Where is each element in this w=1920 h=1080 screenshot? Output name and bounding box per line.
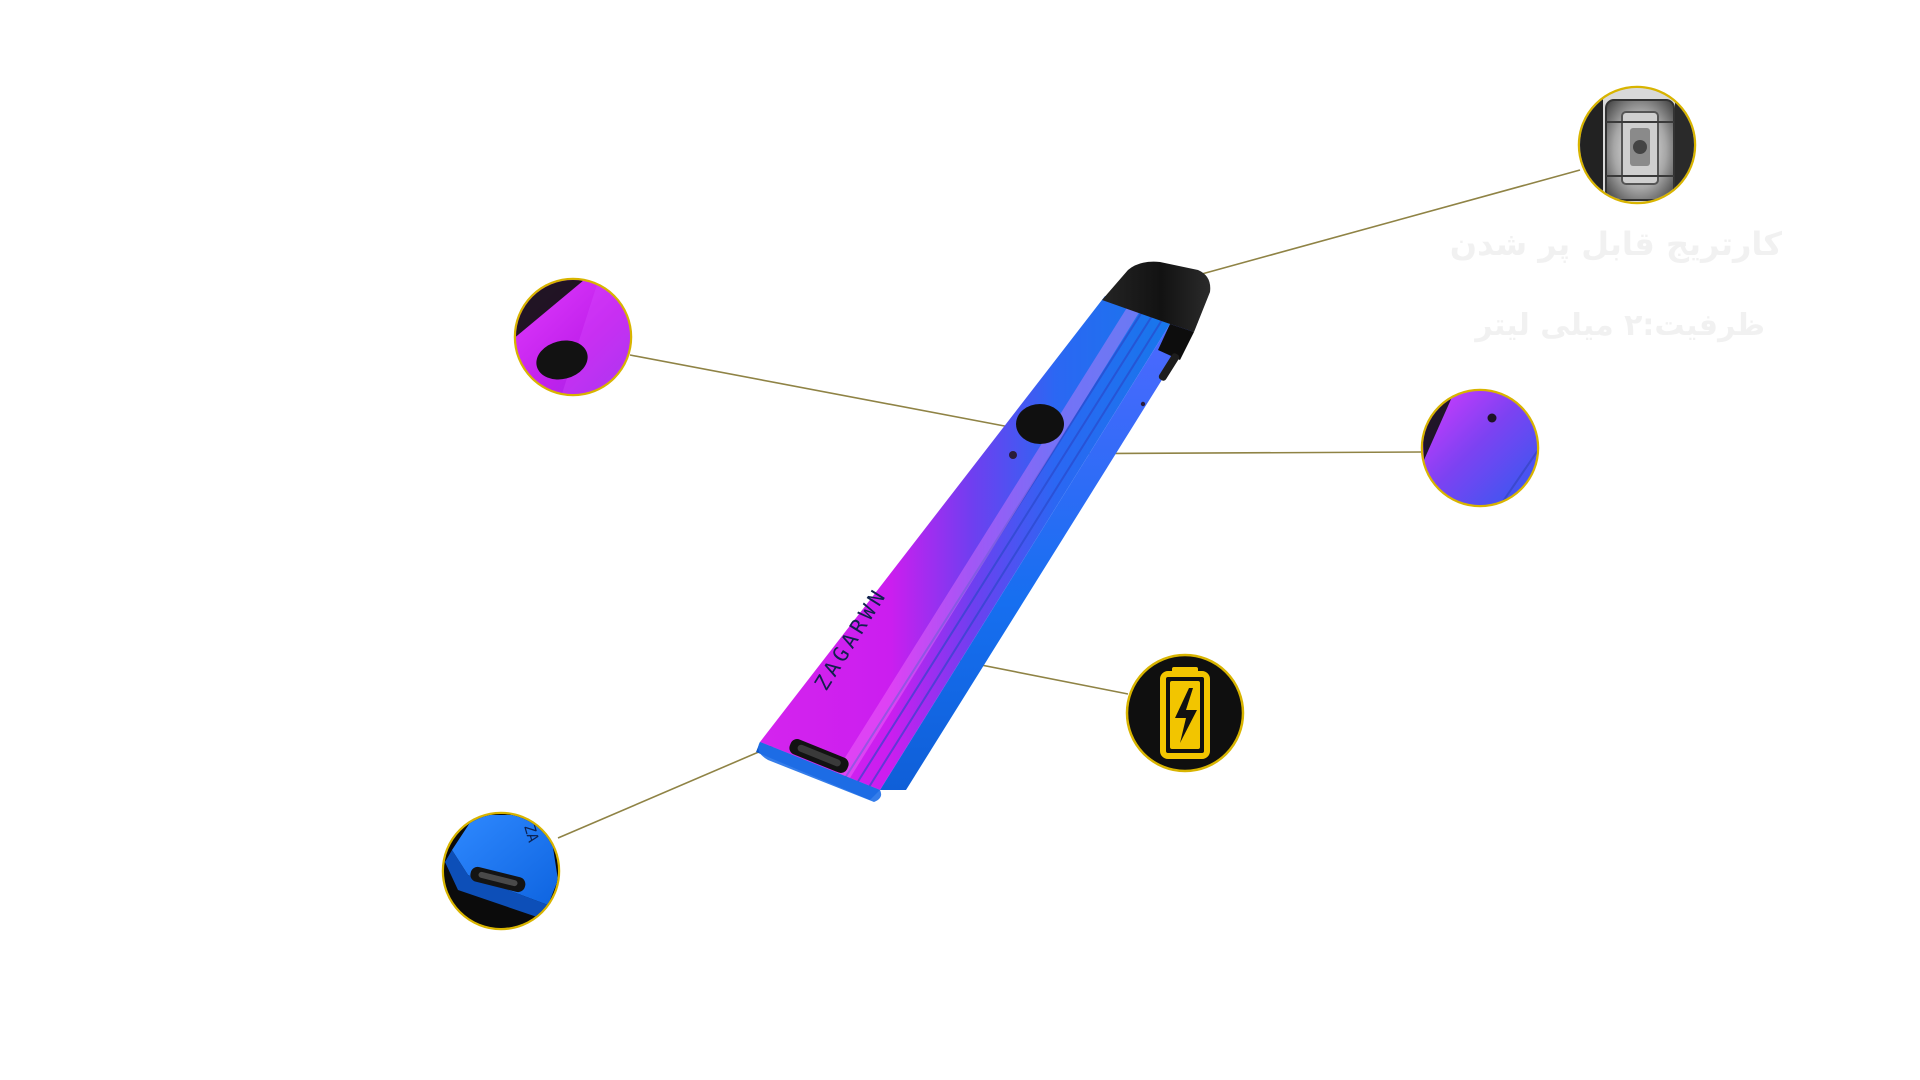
led-indicator-closeup xyxy=(1420,388,1540,508)
leader-line-fire-button xyxy=(629,354,1016,429)
mouthpiece-rim xyxy=(1158,324,1194,360)
cartridge-label: کارتریج قابل پر شدن xyxy=(1449,225,1782,263)
cartridge-closeup xyxy=(1577,85,1697,205)
battery-icon xyxy=(1160,667,1210,759)
vape-pod-device: ZAGARWN xyxy=(756,261,1211,802)
leader-line-port xyxy=(557,744,776,839)
leader-line-cartridge xyxy=(1179,169,1581,281)
device-grooves xyxy=(844,311,1163,788)
battery-closeup xyxy=(1125,653,1245,773)
svg-text:ZA: ZA xyxy=(520,822,542,844)
device-body xyxy=(760,296,1170,790)
cartridge-coil-icon xyxy=(1580,88,1694,202)
capacity-label: ظرفیت:۲ میلی لیتر xyxy=(1475,308,1765,343)
device-highlight xyxy=(836,306,1140,778)
fire-button-icon xyxy=(516,280,630,394)
mouthpiece-cap xyxy=(1102,261,1211,332)
cartridge-window xyxy=(1158,353,1180,381)
led-indicator xyxy=(1009,451,1017,459)
device-side-face xyxy=(880,322,1198,790)
charging-port-closeup: ZA xyxy=(441,811,561,931)
fire-button-closeup xyxy=(513,277,633,397)
device-bottom-cap xyxy=(758,742,882,802)
fire-button xyxy=(1016,404,1064,444)
secondary-dot xyxy=(1140,401,1146,407)
usb-port-icon: ZA xyxy=(444,814,558,928)
